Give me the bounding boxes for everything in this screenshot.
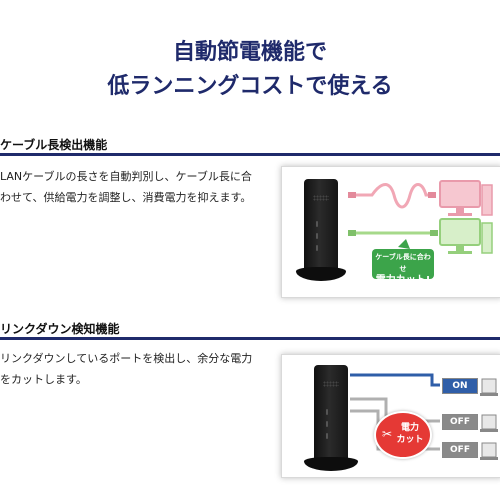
port-status-on: ON: [442, 378, 478, 394]
router-vent: [313, 195, 329, 201]
port-status-off: OFF: [442, 414, 478, 430]
description-line: わせて、供給電力を調整し、消費電力を抑えます。: [0, 191, 252, 204]
section-divider: [0, 337, 500, 340]
pc-icon: [480, 414, 498, 432]
router-led: [326, 421, 328, 427]
scissors-icon: ✂: [382, 427, 393, 441]
description-line: リンクダウンしているポートを検出し、余分な電力: [0, 352, 253, 365]
router-image: [314, 365, 348, 463]
router-stand: [296, 267, 346, 281]
cut-label-line-2: カット: [396, 435, 424, 445]
headline-line-2: 低ランニングコストで使える: [107, 74, 393, 99]
description-line: をカットします。: [0, 373, 87, 386]
pc-monitor-icon: [439, 218, 493, 254]
long-cable: [354, 183, 430, 209]
router-led: [326, 409, 328, 415]
cable-plug: [430, 230, 438, 236]
bubble-pointer: [398, 239, 410, 249]
port-status-off: OFF: [442, 442, 478, 458]
active-link-line: [350, 373, 440, 387]
power-cut-bubble: ケーブル長に合わせ 電力カット!: [372, 249, 434, 286]
router-led: [316, 233, 318, 239]
section-title-link-down: リンクダウン検知機能: [0, 322, 120, 336]
bubble-line-1: ケーブル長に合わせ: [375, 253, 431, 273]
cable-illustration: [348, 180, 493, 254]
cable-plug: [428, 192, 436, 198]
section-description-cable-length: LANケーブルの長さを自動判別し、ケーブル長に合 わせて、供給電力を調整し、消費…: [0, 166, 268, 208]
description-line: LANケーブルの長さを自動判別し、ケーブル長に合: [0, 170, 252, 183]
power-cut-badge: ✂ 電力 カット: [374, 411, 432, 459]
router-vent: [323, 381, 339, 387]
router-led: [316, 221, 318, 227]
headline: 自動節電機能で 低ランニングコストで使える: [0, 36, 500, 104]
router-image: [304, 179, 338, 275]
router-led: [326, 433, 328, 439]
router-stand: [304, 457, 358, 471]
cable-length-figure: ケーブル長に合わせ 電力カット!: [281, 166, 500, 298]
router-led: [316, 245, 318, 251]
headline-line-1: 自動節電機能で: [172, 40, 327, 65]
cut-label-line-1: 電力: [400, 423, 419, 433]
bubble-line-2: 電力カット!: [375, 275, 431, 286]
section-description-link-down: リンクダウンしているポートを検出し、余分な電力 をカットします。: [0, 348, 268, 390]
pc-icon: [480, 378, 498, 396]
section-title-cable-length: ケーブル長検出機能: [0, 138, 108, 152]
cable-plug: [348, 230, 356, 236]
link-down-figure: ON OFF OFF ✂ 電力 カット: [281, 354, 500, 478]
cable-plug: [348, 192, 356, 198]
pc-icon: [480, 442, 498, 460]
section-divider: [0, 153, 500, 156]
pc-monitor-icon: [439, 180, 493, 216]
